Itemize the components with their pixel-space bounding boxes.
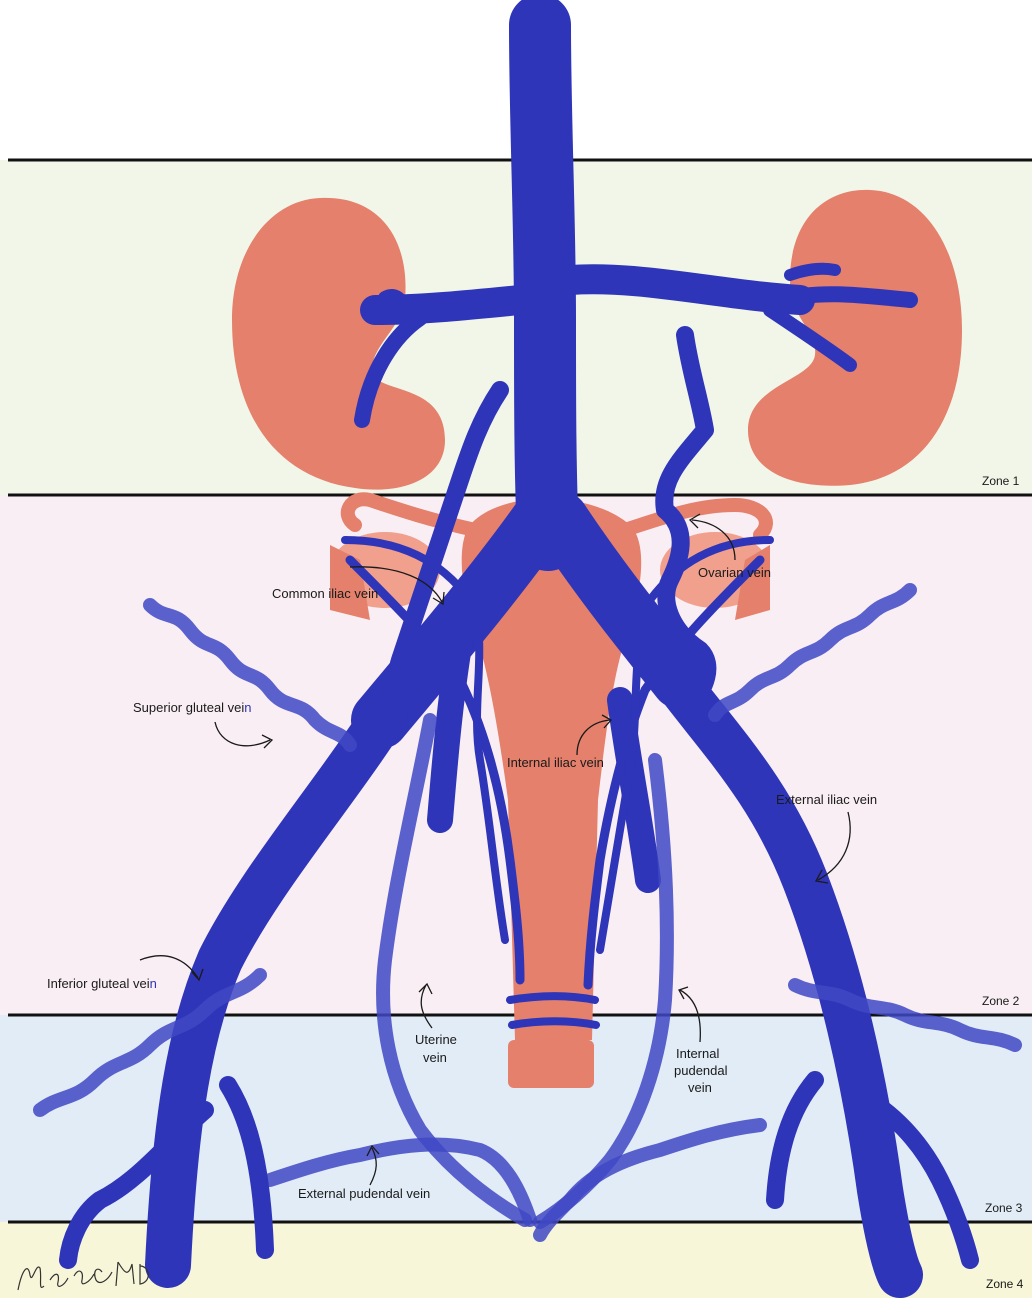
label-external-iliac-vein: External iliac vein bbox=[776, 792, 877, 807]
label-inferior-gluteal-n: n bbox=[150, 976, 157, 991]
label-superior-gluteal-vein: Superior gluteal vein bbox=[133, 700, 252, 715]
renal-vein-left-branch bbox=[385, 296, 400, 300]
zone-1-label: Zone 1 bbox=[982, 474, 1020, 488]
label-inferior-gluteal-vein: Inferior gluteal vein bbox=[47, 976, 157, 991]
inferior-vena-cava bbox=[540, 25, 548, 540]
label-common-iliac-vein: Common iliac vein bbox=[272, 586, 378, 601]
renal-vein-right-branch bbox=[780, 294, 910, 300]
label-inferior-gluteal-main: Inferior gluteal vei bbox=[47, 976, 150, 991]
label-internal-pudendal-vein-3: vein bbox=[688, 1080, 712, 1095]
zone-2-label: Zone 2 bbox=[982, 994, 1020, 1008]
zone-4-label: Zone 4 bbox=[986, 1277, 1024, 1291]
cervix bbox=[508, 1040, 594, 1088]
label-uterine-vein-2: vein bbox=[423, 1050, 447, 1065]
label-internal-iliac-vein: Internal iliac vein bbox=[507, 755, 604, 770]
renal-vein-right-branch bbox=[790, 269, 835, 275]
label-internal-pudendal-vein-2: pudendal bbox=[674, 1063, 728, 1078]
label-internal-pudendal-vein-1: Internal bbox=[676, 1046, 719, 1061]
label-uterine-vein-1: Uterine bbox=[415, 1032, 457, 1047]
label-external-pudendal-vein: External pudendal vein bbox=[298, 1186, 430, 1201]
uterine-cross-vein bbox=[510, 996, 595, 1000]
label-superior-gluteal-main: Superior gluteal vei bbox=[133, 700, 244, 715]
label-superior-gluteal-n: n bbox=[244, 700, 251, 715]
label-ovarian-vein: Ovarian vein bbox=[698, 565, 771, 580]
zone-3-label: Zone 3 bbox=[985, 1201, 1023, 1215]
uterine-cross-vein bbox=[512, 1021, 596, 1025]
